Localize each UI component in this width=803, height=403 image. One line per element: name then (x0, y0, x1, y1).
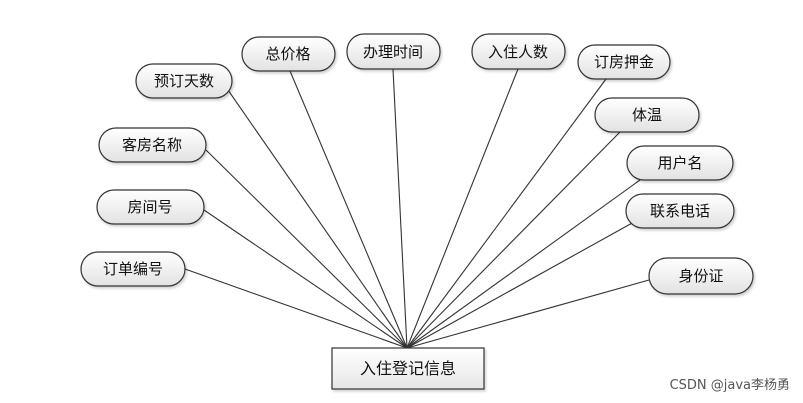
attribute-order-no[interactable]: 订单编号 (80, 251, 186, 287)
attribute-guest-count[interactable]: 入住人数 (471, 33, 566, 70)
attribute-username[interactable]: 用户名 (626, 145, 734, 181)
connector-room-name (205, 149, 408, 349)
attribute-order-no-shape (80, 251, 186, 287)
attribute-booking-days-label: 预订天数 (154, 72, 214, 90)
connector-handle-time (392, 68, 408, 349)
attribute-room-no-label: 房间号 (127, 198, 172, 216)
attribute-phone-label: 联系电话 (650, 202, 710, 220)
connector-lines (184, 68, 650, 349)
attribute-room-no[interactable]: 房间号 (96, 189, 205, 225)
attribute-total-price-shape (241, 36, 336, 72)
connector-temperature (406, 131, 621, 349)
connector-id-card (406, 279, 650, 349)
attribute-booking-days-shape (135, 63, 233, 99)
attribute-deposit[interactable]: 订房押金 (577, 44, 671, 80)
attribute-order-no-label: 订单编号 (103, 260, 163, 278)
attribute-phone[interactable]: 联系电话 (625, 193, 735, 229)
attribute-room-name[interactable]: 客房名称 (98, 127, 207, 163)
attribute-id-card-label: 身份证 (678, 267, 723, 285)
attribute-total-price-label: 总价格 (265, 45, 310, 63)
attribute-username-label: 用户名 (657, 154, 702, 172)
attribute-total-price[interactable]: 总价格 (241, 36, 336, 72)
attribute-room-no-shape (96, 189, 205, 225)
connector-room-no (203, 209, 408, 349)
attribute-handle-time-label: 办理时间 (363, 43, 423, 61)
connector-phone (406, 221, 635, 349)
attribute-temperature-label: 体温 (632, 106, 662, 124)
connector-order-no (184, 268, 408, 349)
attribute-room-name-shape (98, 127, 207, 163)
connector-booking-days (227, 89, 408, 349)
connector-guest-count (406, 68, 519, 349)
entity-box-rect (331, 347, 485, 390)
entity-box[interactable]: 入住登记信息 (331, 347, 485, 390)
attribute-guest-count-label: 入住人数 (488, 43, 548, 61)
connector-total-price (289, 70, 408, 349)
attribute-handle-time-shape (346, 33, 441, 70)
attribute-id-card-shape (648, 257, 754, 295)
watermark-label: CSDN @java李杨勇 (670, 378, 790, 393)
attribute-deposit-shape (577, 44, 671, 80)
attribute-guest-count-shape (471, 33, 566, 70)
entity-label: 入住登记信息 (360, 359, 456, 378)
attribute-temperature-shape (594, 97, 700, 133)
attribute-room-name-label: 客房名称 (122, 136, 182, 154)
connector-username (406, 179, 641, 349)
attribute-deposit-label: 订房押金 (594, 53, 654, 71)
attribute-booking-days[interactable]: 预订天数 (135, 63, 233, 99)
attribute-id-card[interactable]: 身份证 (648, 257, 754, 295)
connector-deposit (406, 78, 607, 349)
attribute-phone-shape (625, 193, 735, 229)
attribute-handle-time[interactable]: 办理时间 (346, 33, 441, 70)
attribute-username-shape (626, 145, 734, 181)
attribute-temperature[interactable]: 体温 (594, 97, 700, 133)
